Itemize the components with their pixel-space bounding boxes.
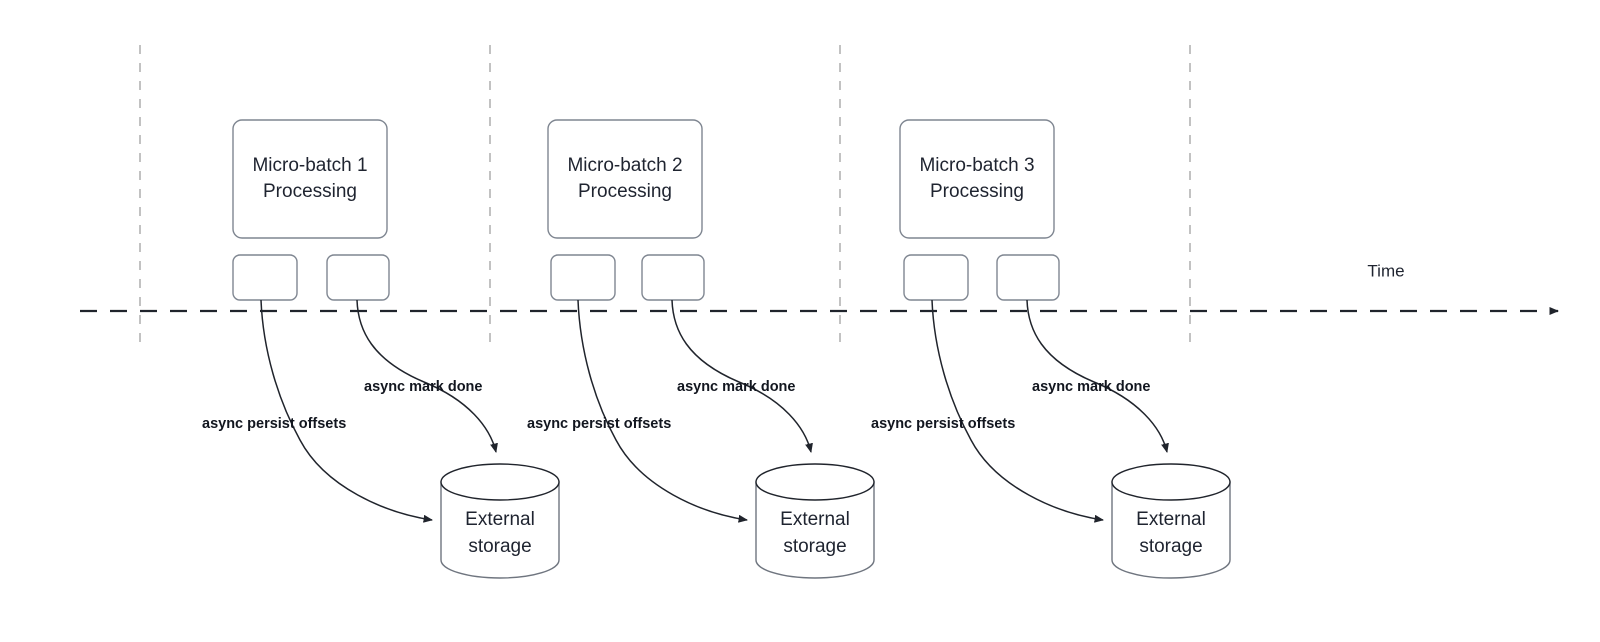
external-storage-1[interactable]: External storage bbox=[440, 463, 560, 579]
cylinder-body-2 bbox=[755, 481, 875, 579]
edge-label-async-mark-done-3: async mark done bbox=[1032, 379, 1150, 395]
external-storage-2[interactable]: External storage bbox=[755, 463, 875, 579]
external-storage-1-label-line1: External bbox=[465, 509, 535, 530]
edge-async-persist-offsets-2 bbox=[577, 299, 748, 523]
edge-label-async-persist-offsets-3: async persist offsets bbox=[871, 416, 1015, 432]
cylinder-top-1 bbox=[440, 463, 560, 501]
external-storage-3[interactable]: External storage bbox=[1111, 463, 1231, 579]
micro-batch-3-label-line1: Micro-batch 3 bbox=[919, 155, 1034, 176]
cylinder-body-3 bbox=[1111, 481, 1231, 579]
cylinder-top-3 bbox=[1111, 463, 1231, 501]
task-box-2b[interactable] bbox=[641, 254, 705, 301]
edge-async-mark-done-2 bbox=[671, 299, 813, 453]
external-storage-1-label-line2: storage bbox=[468, 536, 531, 557]
task-box-2a[interactable] bbox=[550, 254, 616, 301]
timeline-ticks bbox=[139, 45, 1191, 350]
external-storage-3-label-line2: storage bbox=[1139, 536, 1202, 557]
micro-batch-3-box[interactable] bbox=[899, 119, 1055, 239]
external-storage-2-label-line1: External bbox=[780, 509, 850, 530]
task-box-1a[interactable] bbox=[232, 254, 298, 301]
task-box-3b[interactable] bbox=[996, 254, 1060, 301]
batch-group-2: Micro-batch 2 Processing External storag… bbox=[527, 119, 875, 579]
edge-label-async-persist-offsets-2: async persist offsets bbox=[527, 416, 671, 432]
cylinder-top-2 bbox=[755, 463, 875, 501]
edge-label-async-mark-done-1: async mark done bbox=[364, 379, 482, 395]
batch-group-3: Micro-batch 3 Processing External storag… bbox=[871, 119, 1231, 579]
time-axis-label: Time bbox=[1367, 261, 1404, 280]
micro-batch-1-label-line1: Micro-batch 1 bbox=[252, 155, 367, 176]
task-box-3a[interactable] bbox=[903, 254, 969, 301]
batch-group-1: Micro-batch 1 Processing External storag… bbox=[202, 119, 560, 579]
external-storage-2-label-line2: storage bbox=[783, 536, 846, 557]
micro-batch-1-label-line2: Processing bbox=[263, 181, 357, 202]
edge-async-persist-offsets-3 bbox=[931, 299, 1104, 523]
edge-label-async-persist-offsets-1: async persist offsets bbox=[202, 416, 346, 432]
micro-batch-3-label-line2: Processing bbox=[930, 181, 1024, 202]
edge-async-persist-offsets-1 bbox=[260, 299, 433, 523]
micro-batch-2-label-line1: Micro-batch 2 bbox=[567, 155, 682, 176]
cylinder-body-1 bbox=[440, 481, 560, 579]
edge-label-async-mark-done-2: async mark done bbox=[677, 379, 795, 395]
edge-async-mark-done-3 bbox=[1026, 299, 1169, 453]
task-box-1b[interactable] bbox=[326, 254, 390, 301]
micro-batch-1-box[interactable] bbox=[232, 119, 388, 239]
micro-batch-2-label-line2: Processing bbox=[578, 181, 672, 202]
edge-async-mark-done-1 bbox=[356, 299, 498, 453]
external-storage-3-label-line1: External bbox=[1136, 509, 1206, 530]
micro-batch-2-box[interactable] bbox=[547, 119, 703, 239]
